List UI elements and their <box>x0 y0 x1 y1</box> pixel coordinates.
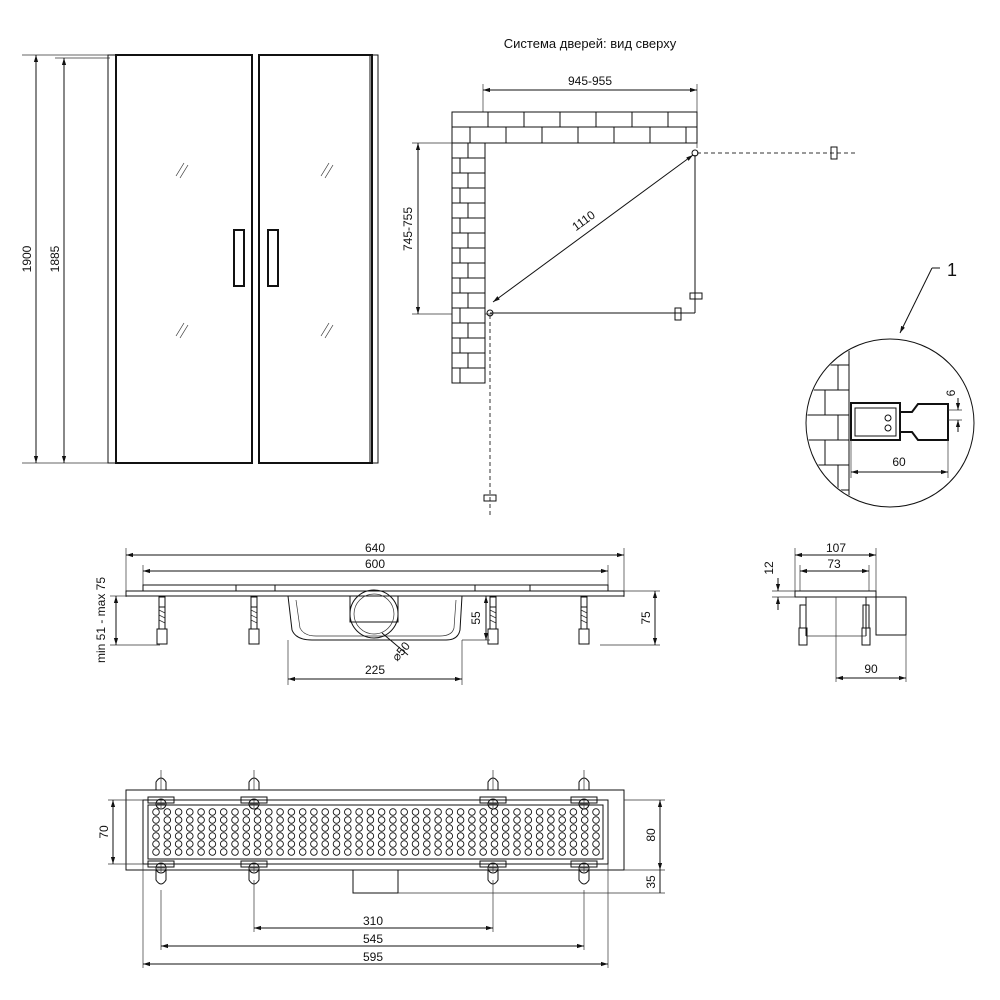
outlet-span-label: 225 <box>365 663 385 677</box>
width-dim-label: 945-955 <box>568 74 612 88</box>
depth-dim-label: 745-755 <box>401 207 415 251</box>
top-view-title: Система дверей: вид сверху <box>504 36 677 51</box>
grate-holes <box>152 808 600 856</box>
body-height-label: 55 <box>469 611 483 625</box>
body-width-label: 80 <box>644 828 658 842</box>
height-inner-label: 1885 <box>48 245 62 272</box>
rim-height-label: 12 <box>762 561 776 575</box>
brick-wall <box>451 111 698 384</box>
outlet-offset-label: 35 <box>644 875 658 889</box>
drain-side-view: 640 600 ⌀50 225 min 51 - max 75 55 <box>94 541 660 685</box>
span-mid-label: 545 <box>363 932 383 946</box>
section-width-outer: 107 <box>826 541 846 555</box>
height-outer-label: 1900 <box>20 245 34 272</box>
span-outer-label: 595 <box>363 950 383 964</box>
grate-width-label: 70 <box>97 825 111 839</box>
drain-legs <box>156 596 590 645</box>
glass-reflection-marks <box>175 162 334 339</box>
drain-plan-view: 70 80 35 310 545 595 <box>97 770 665 968</box>
drain-length-outer: 640 <box>365 541 385 555</box>
top-view: Система дверей: вид сверху 945-955 745-7… <box>401 36 855 518</box>
front-view-doors: 1900 1885 <box>20 54 379 464</box>
drain-section-view: 107 73 12 90 <box>762 541 907 682</box>
mounting-tabs <box>147 770 598 885</box>
profile-dim-label: 60 <box>892 455 906 469</box>
right-handle <box>267 229 279 287</box>
drain-length-grate: 600 <box>365 557 385 571</box>
span-inner-label: 310 <box>363 914 383 928</box>
total-height-label: 75 <box>639 611 653 625</box>
leg-range-label: min 51 - max 75 <box>94 577 108 663</box>
outlet-depth-label: 90 <box>864 662 878 676</box>
detail-view: 1 <box>805 260 975 508</box>
callout-number: 1 <box>947 260 957 280</box>
gap-dim-label: 6 <box>944 389 958 396</box>
section-width-inner: 73 <box>827 557 841 571</box>
diagonal-dim-label: 1110 <box>569 208 598 234</box>
left-handle <box>233 229 245 287</box>
